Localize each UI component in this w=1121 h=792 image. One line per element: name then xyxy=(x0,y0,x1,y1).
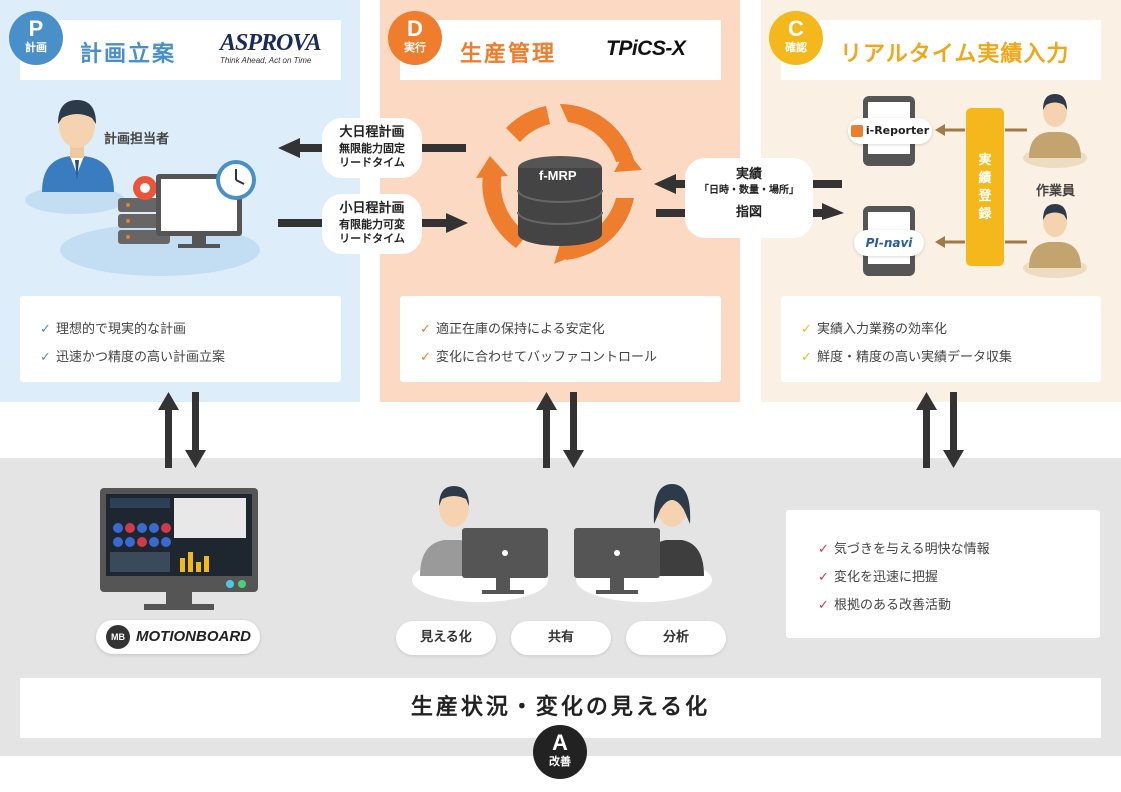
act-check-3-text: 根拠のある改善活動 xyxy=(834,598,951,613)
plan-check-2: ✓迅速かつ精度の高い計画立案 xyxy=(40,346,225,365)
large-schedule-sub2: リードタイム xyxy=(322,156,422,170)
tpics-logo: TPiCS-X xyxy=(606,37,685,61)
share-button[interactable]: 共有 xyxy=(511,621,611,655)
do-check-1: ✓適正在庫の保持による安定化 xyxy=(420,318,605,337)
plan-check-card xyxy=(20,296,341,382)
do-check-card xyxy=(400,296,721,382)
visualize-button[interactable]: 見える化 xyxy=(396,621,496,655)
check-icon: ✓ xyxy=(40,350,56,365)
act-check-2-text: 変化を迅速に把握 xyxy=(834,570,938,585)
check-check-1-text: 実績入力業務の効率化 xyxy=(817,322,947,337)
motionboard-mark: MB xyxy=(106,625,130,649)
act-badge: A 改善 xyxy=(533,725,587,779)
check-act-arrows xyxy=(914,392,966,468)
do-title: 生産管理 xyxy=(460,36,556,68)
plan-badge: P 計画 xyxy=(9,11,63,65)
asprova-tagline: Think Ahead, Act on Time xyxy=(220,56,321,66)
ireporter-icon xyxy=(851,125,863,137)
small-schedule-sub1: 有限能力可変 xyxy=(322,218,422,232)
motionboard-logo: MB MOTIONBOARD xyxy=(96,620,260,654)
check-check-1: ✓実績入力業務の効率化 xyxy=(801,318,947,337)
planner-label: 計画担当者 xyxy=(104,128,169,147)
result-instruction-pill: 実績 「日時・数量・場所」 指図 xyxy=(685,158,813,238)
result-title: 実績 xyxy=(685,166,813,184)
fmrp-cycle-icon xyxy=(476,98,644,268)
pinavi-badge: PI-navi xyxy=(854,230,924,256)
check-icon: ✓ xyxy=(801,350,817,365)
check-title: リアルタイム実績入力 xyxy=(840,36,1069,68)
check-icon: ✓ xyxy=(818,598,834,613)
do-act-arrows xyxy=(534,392,586,468)
plan-check-1-text: 理想的で現実的な計画 xyxy=(56,322,186,337)
register-label: 実績登録 xyxy=(976,152,994,224)
act-check-3: ✓根拠のある改善活動 xyxy=(818,594,951,613)
small-schedule-title: 小日程計画 xyxy=(322,200,422,218)
plan-title: 計画立案 xyxy=(80,36,176,68)
check-check-2: ✓鮮度・精度の高い実績データ収集 xyxy=(801,346,1012,365)
act-badge-sub: 改善 xyxy=(533,755,587,769)
worker-label: 作業員 xyxy=(1036,180,1075,199)
do-badge: D 実行 xyxy=(388,11,442,65)
plan-badge-letter: P xyxy=(9,17,63,41)
act-check-1: ✓気づきを与える明快な情報 xyxy=(818,538,990,557)
act-check-2: ✓変化を迅速に把握 xyxy=(818,566,938,585)
check-icon: ✓ xyxy=(801,322,817,337)
do-badge-letter: D xyxy=(388,17,442,41)
instruction-label: 指図 xyxy=(685,204,813,222)
check-badge-letter: C xyxy=(769,17,823,41)
motionboard-monitor xyxy=(100,488,260,618)
do-check-1-text: 適正在庫の保持による安定化 xyxy=(436,322,605,337)
asprova-logo: ASPROVA Think Ahead, Act on Time xyxy=(220,30,321,66)
plan-check-1: ✓理想的で現実的な計画 xyxy=(40,318,186,337)
check-icon: ✓ xyxy=(40,322,56,337)
ireporter-label: i-Reporter xyxy=(866,124,929,137)
asprova-logo-text: ASPROVA xyxy=(220,30,321,56)
fmrp-label: f-MRP xyxy=(539,168,577,183)
motionboard-text: MOTIONBOARD xyxy=(136,628,251,645)
do-check-2: ✓変化に合わせてバッファコントロール xyxy=(420,346,657,365)
plan-check-2-text: 迅速かつ精度の高い計画立案 xyxy=(56,350,225,365)
check-icon: ✓ xyxy=(420,350,436,365)
check-icon: ✓ xyxy=(420,322,436,337)
act-badge-letter: A xyxy=(533,731,587,755)
analyze-button[interactable]: 分析 xyxy=(626,621,726,655)
check-icon: ✓ xyxy=(818,542,834,557)
large-schedule-pill: 大日程計画 無限能力固定 リードタイム xyxy=(322,118,422,178)
do-check-2-text: 変化に合わせてバッファコントロール xyxy=(436,350,657,365)
plan-badge-sub: 計画 xyxy=(9,41,63,55)
check-badge-sub: 確認 xyxy=(769,41,823,55)
large-schedule-sub1: 無限能力固定 xyxy=(322,142,422,156)
do-badge-sub: 実行 xyxy=(388,41,442,55)
banner-text: 生産状況・変化の見える化 xyxy=(411,695,710,720)
small-schedule-sub2: リードタイム xyxy=(322,232,422,246)
ireporter-badge: i-Reporter xyxy=(848,118,932,144)
result-sub: 「日時・数量・場所」 xyxy=(685,184,813,198)
plan-act-arrows xyxy=(156,392,208,468)
check-badge: C 確認 xyxy=(769,11,823,65)
check-icon: ✓ xyxy=(818,570,834,585)
small-schedule-pill: 小日程計画 有限能力可変 リードタイム xyxy=(322,194,422,254)
planner-illustration xyxy=(20,90,270,280)
check-check-2-text: 鮮度・精度の高い実績データ収集 xyxy=(817,350,1012,365)
act-check-1-text: 気づきを与える明快な情報 xyxy=(834,542,990,557)
large-schedule-title: 大日程計画 xyxy=(322,124,422,142)
check-check-card xyxy=(781,296,1101,382)
analysts-illustration xyxy=(408,480,718,605)
